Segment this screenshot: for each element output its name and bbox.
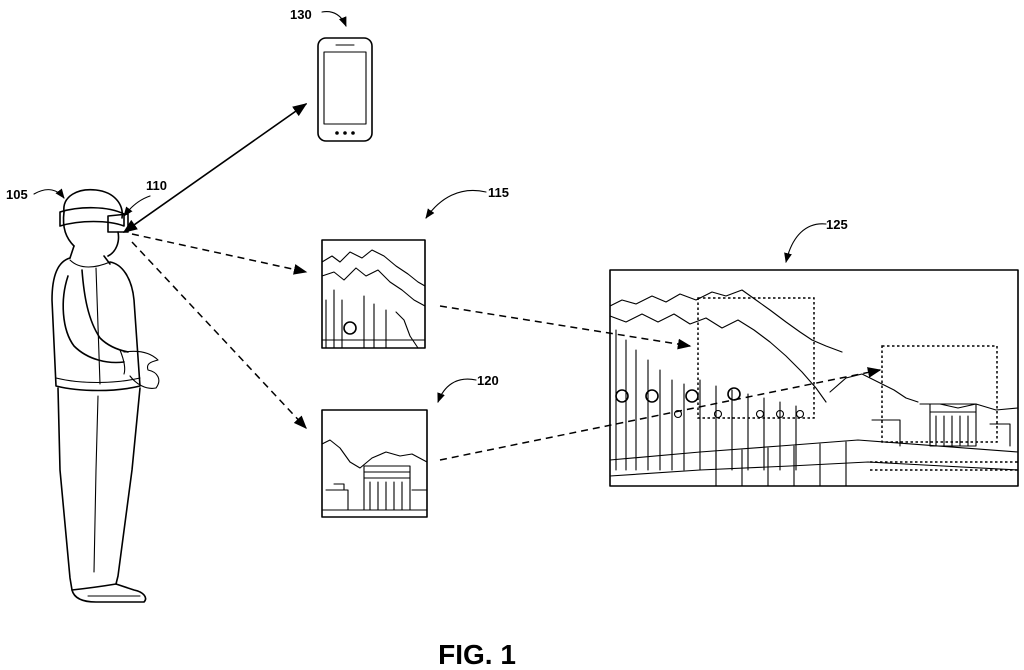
leader-130 [322, 12, 346, 26]
leader-105 [34, 190, 64, 198]
leader-110 [124, 196, 150, 216]
captured-image-120 [322, 410, 427, 517]
label-105: 105 [6, 187, 28, 202]
label-110: 110 [146, 178, 167, 193]
label-125: 125 [826, 217, 848, 232]
label-115: 115 [488, 185, 509, 200]
leader-125 [786, 224, 826, 262]
leader-120 [438, 379, 476, 402]
label-130: 130 [290, 7, 312, 22]
figure-caption: FIG. 1 [438, 639, 516, 670]
overlay-region-115 [698, 298, 814, 418]
capture-arrow-115 [132, 234, 306, 272]
captured-image-115 [322, 240, 425, 348]
leader-115 [426, 190, 486, 218]
wireless-link-arrow [124, 104, 306, 232]
stitch-arrow-115 [440, 306, 690, 346]
label-120: 120 [477, 373, 499, 388]
panorama-image-125 [610, 270, 1018, 486]
person-figure [52, 190, 159, 602]
smartphone-icon [318, 38, 372, 141]
capture-arrow-120 [132, 242, 306, 428]
